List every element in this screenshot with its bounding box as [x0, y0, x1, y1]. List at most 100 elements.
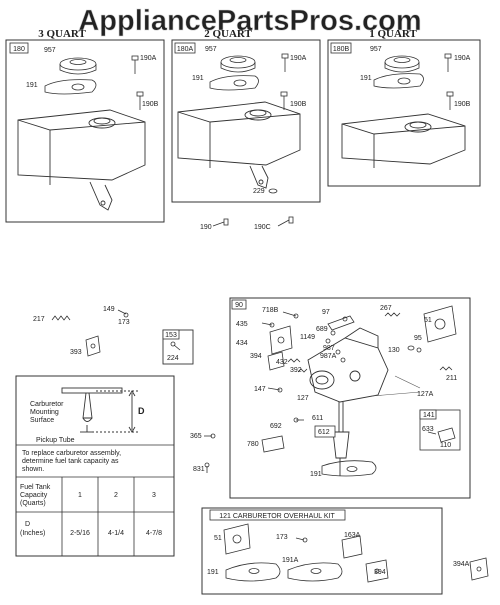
- part-label: 51: [214, 535, 222, 542]
- part-label: 190B: [142, 101, 159, 108]
- part-label: 229: [253, 188, 265, 195]
- fuel-tank-icon: [177, 101, 301, 189]
- part-label: 141: [423, 412, 435, 419]
- part-label: 392: [290, 367, 302, 374]
- screw-icon: [212, 218, 229, 227]
- part-label: 190: [200, 224, 212, 231]
- tank-quart-title: 1 QUART: [369, 28, 417, 40]
- part-label: 190A: [140, 55, 157, 62]
- part-label: 191A: [282, 557, 299, 564]
- part-label: 95: [414, 335, 422, 342]
- spring-icon: [51, 315, 71, 321]
- screw-icon: [282, 311, 299, 319]
- gasket-icon: [423, 305, 457, 343]
- tank-panel-2-quart: 2 QUART 180A 957 190A 191 190B: [171, 28, 321, 203]
- part-label: 190A: [290, 55, 307, 62]
- part-label: 394: [250, 353, 262, 360]
- screw-icon: [136, 91, 144, 110]
- part-label: 97: [322, 309, 330, 316]
- part-label: 987A: [320, 353, 337, 360]
- carb-box-label: 90: [235, 302, 243, 309]
- screw-icon: [267, 387, 283, 393]
- box-153: 153 224: [162, 329, 194, 365]
- part-label: 190C: [254, 224, 271, 231]
- fuel-cap-icon: [220, 55, 256, 73]
- part-label: 957: [370, 46, 382, 53]
- screw-icon: [444, 53, 452, 72]
- chart-label: Carburetor: [30, 401, 64, 408]
- tank-box-label: 180: [13, 46, 25, 53]
- box-612: [314, 425, 336, 438]
- screw-icon: [281, 53, 289, 72]
- part-label: 365: [190, 433, 202, 440]
- tank-quart-title: 2 QUART: [204, 28, 252, 40]
- table-cell: 1: [78, 492, 82, 499]
- part-label: 173: [118, 319, 130, 326]
- box-label: 153: [165, 332, 177, 339]
- pickup-tube-icon: [61, 387, 140, 433]
- part-label: 434: [236, 340, 248, 347]
- overhaul-kit-panel: 121 CARBURETOR OVERHAUL KIT 51 173 163A …: [201, 507, 443, 595]
- part-label: 611: [312, 415, 323, 422]
- gasket-icon: [321, 460, 377, 477]
- leader-lines: [371, 375, 421, 397]
- part-label: 432: [276, 359, 288, 366]
- table-cell: 4-1/4: [108, 530, 124, 537]
- table-cell: 4-7/8: [146, 530, 162, 537]
- shaft-icon: [327, 315, 355, 331]
- bracket-icon: [85, 335, 101, 357]
- part-label: 191: [310, 471, 322, 478]
- spring-icon: [384, 312, 401, 317]
- gasket-icon: [225, 562, 281, 582]
- screw-icon: [295, 537, 308, 543]
- part-label: 435: [236, 321, 248, 328]
- diaphragm-icon: [365, 559, 389, 583]
- diaphragm-icon: [341, 535, 363, 559]
- part-label: 147: [254, 386, 266, 393]
- tank-panel-1-quart: 1 QUART 180B 957 190A 191 190B: [327, 28, 481, 187]
- part-label: 190B: [290, 101, 307, 108]
- capacity-table: [16, 477, 174, 556]
- carburetor-icon: [307, 327, 389, 476]
- table-header: (Quarts): [20, 500, 46, 507]
- part-label: 718B: [262, 307, 279, 314]
- spring-icon: [287, 358, 308, 373]
- fuel-cap-icon: [384, 55, 420, 73]
- small-parts-icon: [407, 345, 422, 353]
- part-label: 393: [70, 349, 82, 356]
- table-cell: 2-5/16: [70, 530, 90, 537]
- gasket-icon: [209, 75, 259, 91]
- part-label: 217: [33, 316, 45, 323]
- part-label: 191: [192, 75, 204, 82]
- part-label: 987: [323, 345, 335, 352]
- part-label: 173: [276, 534, 288, 541]
- part-label: 190B: [454, 101, 471, 108]
- screw-icon: [261, 322, 275, 328]
- part-label: 957: [205, 46, 217, 53]
- tank-quart-title: 3 QUART: [38, 28, 86, 40]
- box-141: [419, 409, 461, 451]
- part-label: 51: [424, 317, 432, 324]
- part-label: 190A: [454, 55, 471, 62]
- tank-panel-3-quart: 3 QUART 180 957 190A 191 190B: [5, 28, 165, 223]
- carburetor-panel: 90: [229, 297, 471, 499]
- screw-icon: [446, 91, 454, 110]
- part-label: 692: [270, 423, 282, 430]
- screw-icon: [277, 216, 294, 227]
- part-label: 831: [193, 466, 205, 473]
- screw-icon: [170, 341, 181, 351]
- diaphragm-icon: [469, 557, 489, 581]
- chart-note: shown.: [22, 466, 44, 473]
- part-label: 1149: [300, 334, 315, 341]
- chart-note: determine fuel tank capacity as: [22, 458, 119, 465]
- small-parts-icon: [325, 330, 346, 363]
- part-label: 224: [167, 355, 179, 362]
- part-label: 191: [26, 82, 38, 89]
- kit-title: 121 CARBURETOR OVERHAUL KIT: [219, 513, 335, 520]
- part-label: 780: [247, 441, 259, 448]
- table-header: Fuel Tank: [20, 484, 51, 491]
- gasket-icon: [373, 73, 424, 89]
- table-cell: 3: [152, 492, 156, 499]
- screw-icon: [280, 91, 288, 110]
